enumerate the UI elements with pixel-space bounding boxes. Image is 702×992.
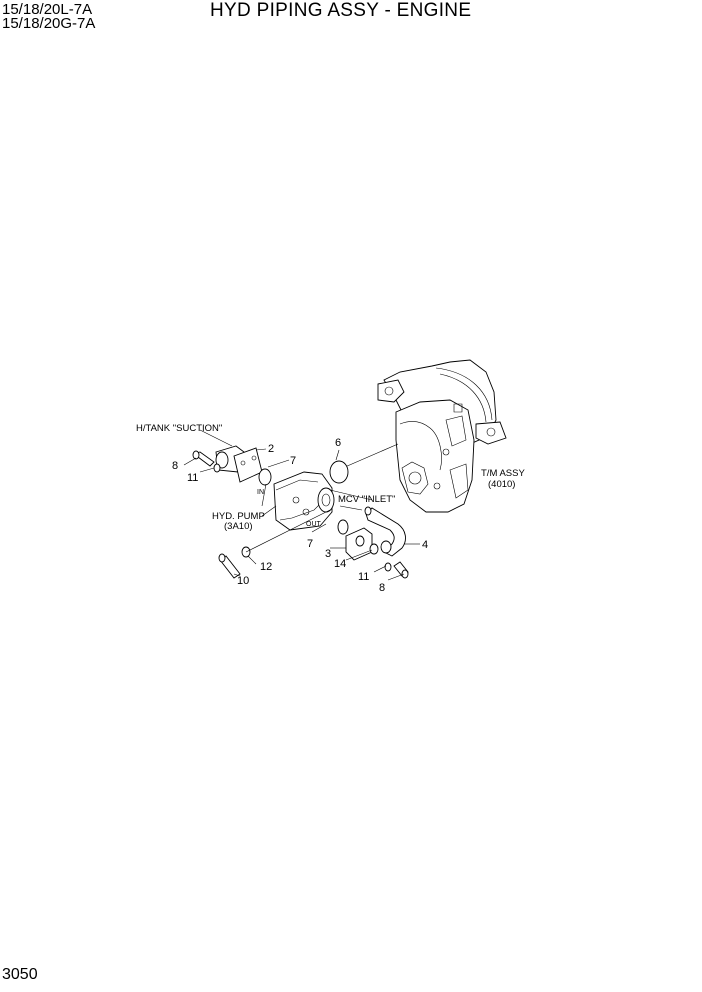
leader-lines bbox=[183, 429, 420, 581]
page-title: HYD PIPING ASSY - ENGINE bbox=[210, 0, 472, 21]
o-ring-part-6 bbox=[329, 460, 349, 484]
callout-11-lower: 11 bbox=[358, 571, 369, 583]
washer-part-11-lower bbox=[384, 562, 392, 572]
label-tm-assy: T/M ASSY bbox=[481, 468, 525, 479]
callout-2: 2 bbox=[268, 443, 274, 455]
o-ring-part-7-out bbox=[337, 519, 349, 535]
callout-8-upper: 8 bbox=[172, 460, 178, 472]
callout-7-in: 7 bbox=[290, 455, 296, 467]
o-ring-part-14 bbox=[369, 543, 379, 555]
callout-8-lower: 8 bbox=[379, 582, 385, 594]
model-line-1: 15/18/20L-7A bbox=[2, 1, 93, 18]
callout-14: 14 bbox=[334, 558, 346, 570]
transmission-assembly bbox=[377, 359, 507, 513]
model-line-2: 15/18/20G-7A bbox=[2, 15, 96, 32]
label-port-in: IN bbox=[257, 489, 264, 496]
label-mcv-inlet: MCV "INLET" bbox=[338, 494, 395, 505]
outlet-flange-part-3 bbox=[345, 527, 373, 561]
bolt-part-8-upper bbox=[192, 450, 215, 467]
label-port-out: OUT bbox=[306, 521, 322, 528]
label-hyd-pump-ref: (3A10) bbox=[224, 521, 253, 532]
label-hyd-pump: HYD. PUMP bbox=[212, 511, 265, 522]
hose-part-4 bbox=[364, 506, 406, 557]
callout-11-upper: 11 bbox=[187, 472, 198, 484]
label-htank-suction: H/TANK "SUCTION" bbox=[136, 423, 222, 434]
callout-7-out: 7 bbox=[307, 538, 313, 550]
callout-12: 12 bbox=[260, 561, 272, 573]
callout-10: 10 bbox=[237, 575, 249, 587]
o-ring-part-7-in bbox=[258, 468, 272, 486]
label-tm-assy-ref: (4010) bbox=[488, 479, 515, 490]
washer-part-11-upper bbox=[213, 463, 221, 473]
page-number: 3050 bbox=[2, 966, 38, 983]
callout-3: 3 bbox=[325, 548, 331, 560]
callout-6: 6 bbox=[335, 437, 341, 449]
bolt-part-10 bbox=[218, 553, 241, 579]
suction-flange-part-2 bbox=[215, 445, 263, 483]
hydraulic-pump bbox=[273, 471, 335, 531]
callout-4: 4 bbox=[422, 539, 428, 551]
bolt-part-8-lower bbox=[393, 561, 409, 579]
